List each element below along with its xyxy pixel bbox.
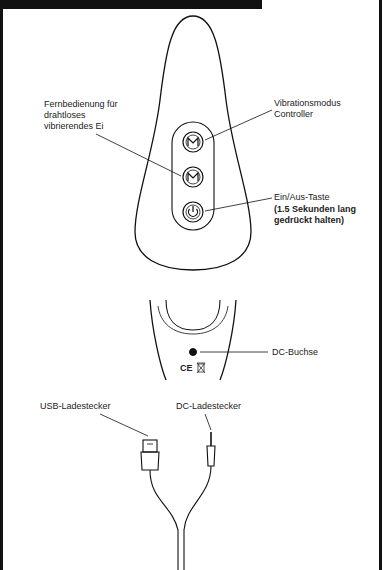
usb-plug-body: [141, 452, 159, 470]
usb-plug-tip: [143, 440, 157, 452]
power-button-ring: [186, 205, 200, 219]
leader-line: [96, 134, 181, 176]
leader-line: [205, 198, 272, 211]
part-label: USB-Ladestecker: [40, 401, 140, 412]
mode-button-ring: [186, 135, 200, 149]
dc-wire: [184, 466, 211, 570]
power-icon-bar: [192, 206, 193, 212]
remote-button: [183, 167, 203, 187]
dc-plug-pin: [210, 432, 212, 446]
ce-mark: CE: [180, 363, 198, 374]
part-label: Vibrationsmodus Controller: [274, 98, 356, 120]
bin-symbol: [197, 363, 205, 373]
part-label: Fernbedienung für drahtloses vibrierende…: [44, 99, 124, 132]
power-button: [183, 202, 203, 222]
usb-plug-contact: [147, 444, 153, 445]
remote-button-ring: [186, 170, 200, 184]
top-bar: [0, 0, 262, 9]
bottom-curve: [166, 300, 220, 330]
part-label: Ein/Aus-Taste: [274, 192, 370, 203]
bottom-curve: [158, 306, 228, 334]
remote-body: [135, 16, 251, 270]
part-label: DC-Buchse: [272, 347, 362, 358]
leader-line: [200, 352, 268, 353]
mode-icon: [188, 138, 198, 146]
remote-bottom: [150, 300, 236, 380]
leader-line: [205, 110, 272, 140]
frame-left: [0, 0, 3, 570]
dc-plug-body: [207, 446, 215, 466]
usb-wire: [150, 470, 178, 570]
remote-icon: [188, 173, 198, 181]
dc-socket: [190, 349, 197, 356]
mode-button: [183, 132, 203, 152]
part-note: (1.5 Sekunden lang gedrückt halten): [274, 204, 358, 226]
frame-right: [379, 0, 382, 570]
leader-line: [100, 414, 148, 436]
button-panel: [172, 122, 214, 230]
part-label: DC-Ladestecker: [176, 401, 276, 412]
leader-line: [205, 414, 211, 430]
